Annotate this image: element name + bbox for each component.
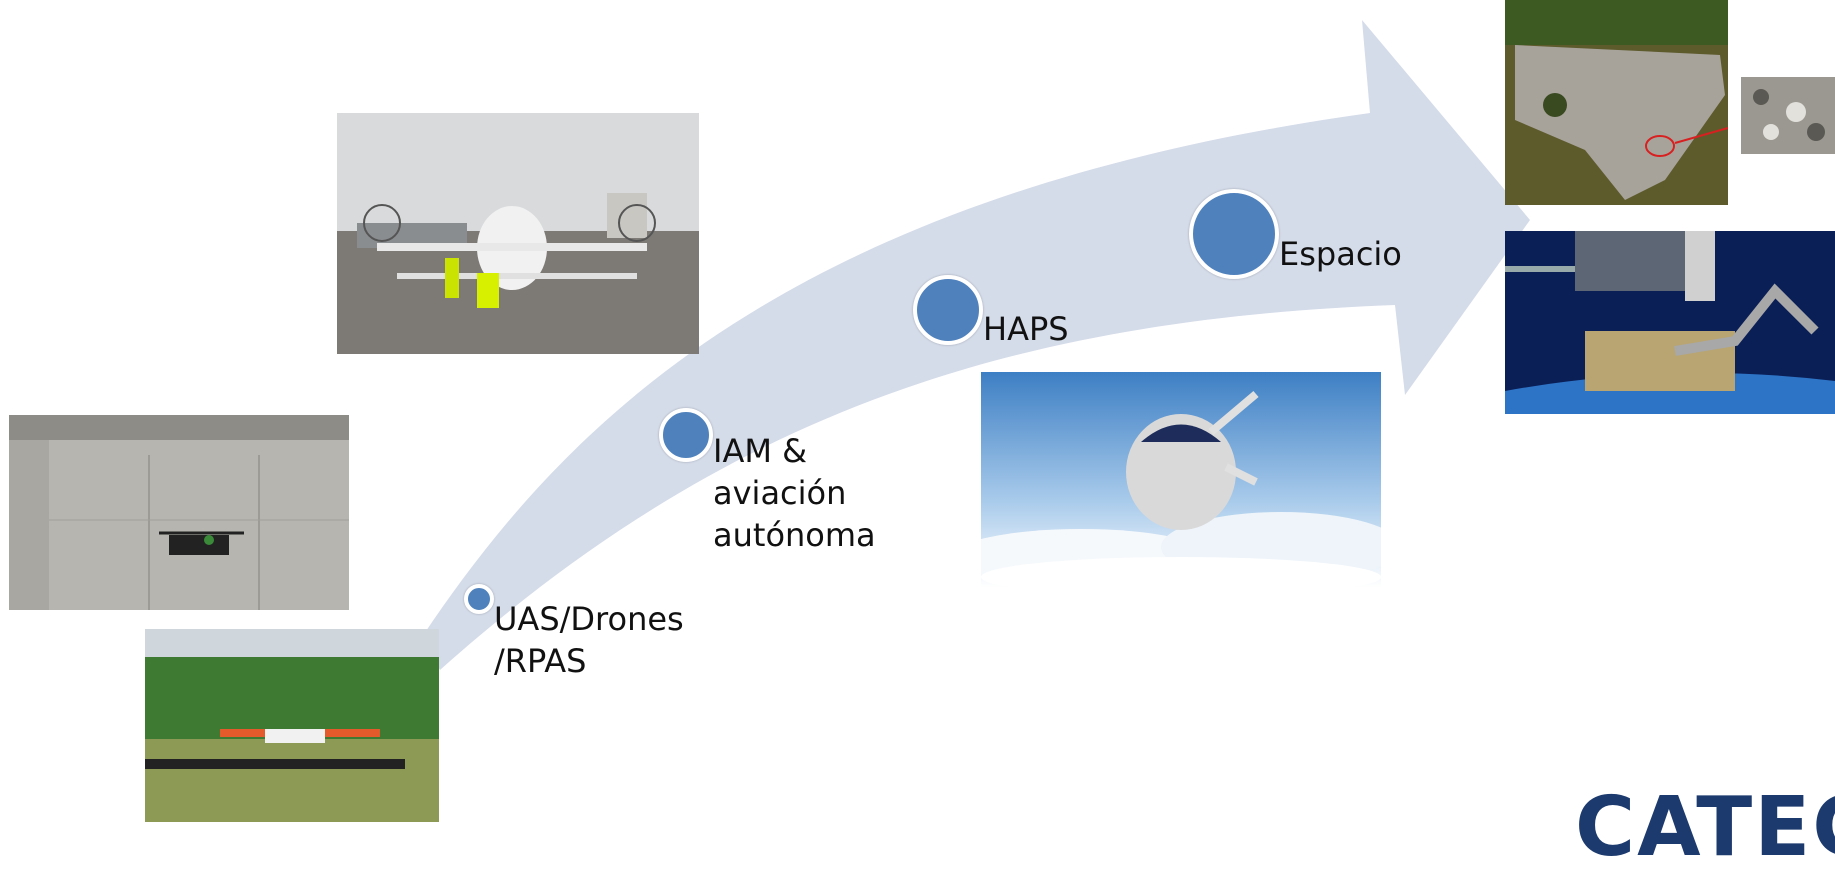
photo-fixed-wing-uas [145, 629, 439, 822]
arrow-shape [420, 20, 1530, 670]
milestone-uas [464, 584, 494, 614]
photo-haps-airship [981, 372, 1381, 588]
photo-bird-colony [1505, 0, 1728, 205]
label-space: Espacio [1279, 235, 1402, 273]
progress-arrow [420, 20, 1530, 670]
photo-space-robot-arm [1505, 231, 1835, 414]
photo-multirotor-evtol [337, 113, 699, 354]
catec-logo: CATEC [1575, 780, 1835, 875]
milestone-space [1189, 189, 1279, 279]
label-iam: IAM & aviación autónoma [713, 432, 876, 554]
label-uas: UAS/Drones /RPAS [494, 600, 684, 680]
milestone-haps [913, 275, 983, 345]
milestone-iam [659, 408, 713, 462]
photo-bird-colony-zoom [1741, 77, 1835, 154]
label-haps: HAPS [983, 310, 1069, 348]
photo-inspection-drone [9, 415, 349, 610]
